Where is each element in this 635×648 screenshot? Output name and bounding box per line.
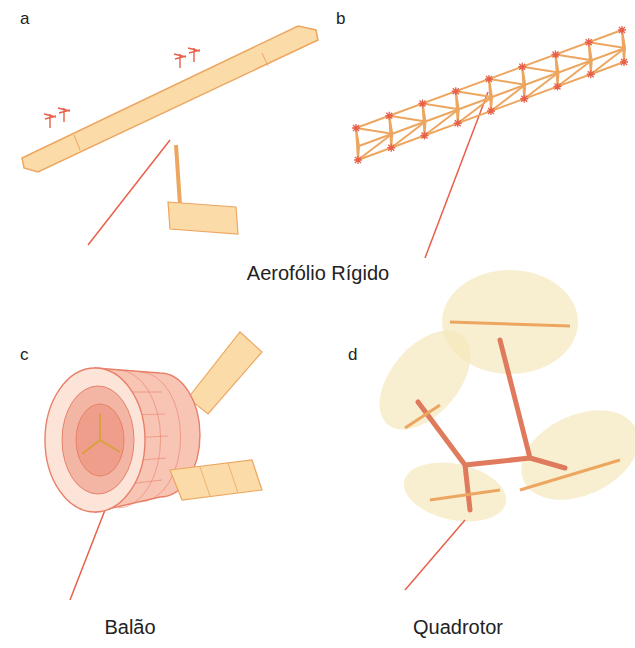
- rigid-wing-drone: [22, 26, 318, 245]
- tail-boom: [176, 145, 180, 205]
- tether: [405, 520, 465, 590]
- device-caption: Aerofólio Rígido: [247, 262, 389, 284]
- quadrotor: [362, 270, 635, 590]
- rotor-blades: [405, 322, 620, 500]
- upper-fin: [188, 332, 262, 414]
- balloon-duct: [76, 404, 124, 476]
- wing: [22, 26, 318, 172]
- balloon-rim: [45, 368, 145, 512]
- tether: [88, 140, 170, 245]
- turbine: [82, 414, 120, 454]
- panel-letter: b: [336, 10, 345, 29]
- panel-letter: d: [348, 346, 357, 365]
- device-caption: Balão: [104, 616, 155, 638]
- tether: [70, 510, 105, 600]
- balloon-turbine: [45, 332, 262, 600]
- stabilizer: [168, 202, 238, 234]
- truss-frame: [356, 30, 625, 160]
- balloon-duct: [62, 386, 134, 494]
- lower-fin: [170, 460, 262, 500]
- truss-rotors: [352, 26, 628, 164]
- propellers: [44, 48, 200, 128]
- panel-letter: c: [20, 346, 29, 365]
- fin-rib: [200, 463, 238, 496]
- tether: [425, 92, 488, 258]
- panel-letter: a: [20, 10, 29, 29]
- wing-joint: [262, 53, 268, 66]
- wing-joint: [74, 135, 80, 150]
- truss-kite: [352, 26, 628, 258]
- rotor-discs: [362, 270, 635, 530]
- device-caption: Quadrotor: [413, 616, 503, 638]
